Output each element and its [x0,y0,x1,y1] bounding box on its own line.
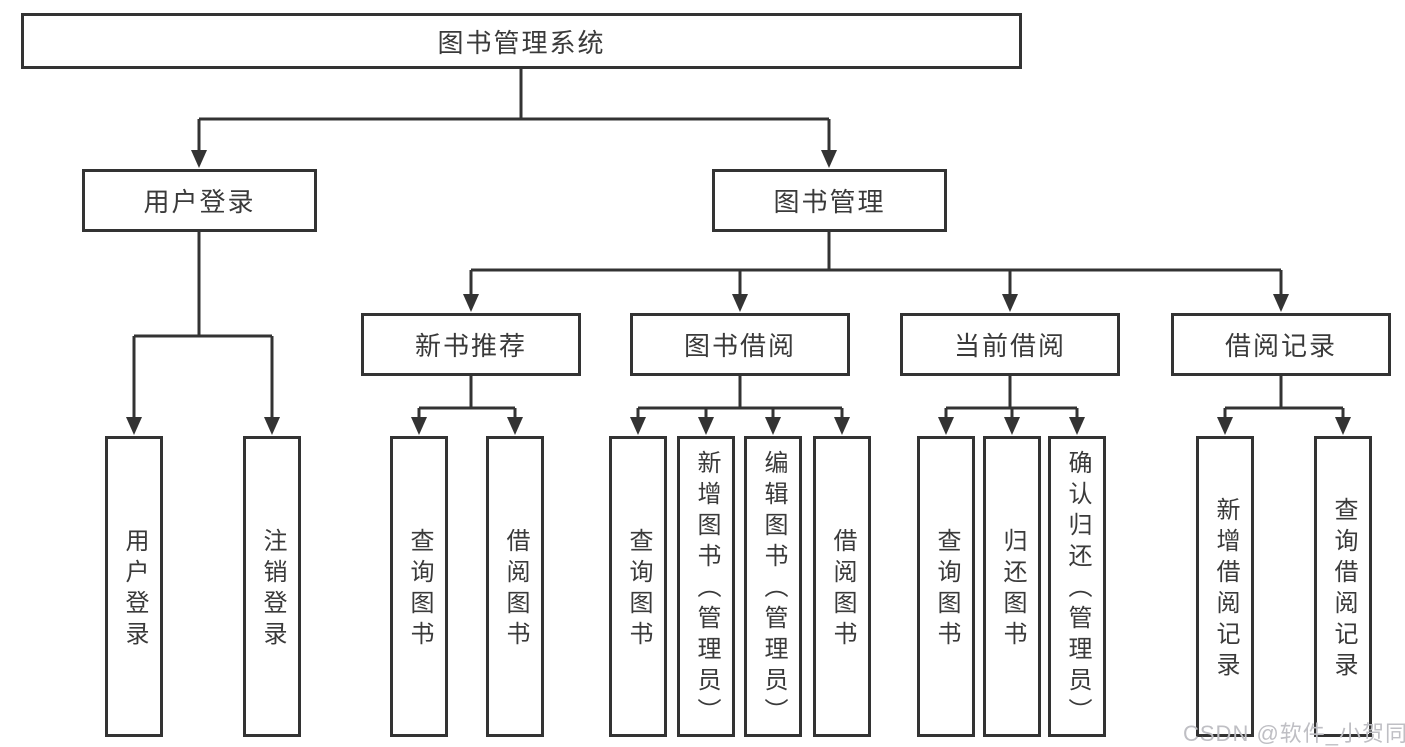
leaf-confirm-return-admin: 确认归还（管理员） [1048,436,1106,737]
edge-book-borrow-to-leaves [630,376,850,435]
leaf-borrow-books-borrow: 借阅图书 [813,436,871,737]
edge-current-borrow-to-leaves [938,376,1085,435]
leaf-query-books-recommend: 查询图书 [390,436,448,737]
node-root-system: 图书管理系统 [21,13,1022,69]
node-user-login-label: 用户登录 [143,187,256,217]
leaf-query-books-borrow-label: 查询图书 [625,527,652,652]
leaf-edit-books-admin-label: 编辑图书（管理员） [760,450,787,729]
leaf-user-login: 用户登录 [105,436,163,737]
leaf-query-books-borrow: 查询图书 [609,436,667,737]
csdn-watermark: CSDN @软件_小贺同学 [1183,721,1405,746]
node-current-borrow-label: 当前借阅 [953,331,1066,361]
leaf-borrow-books-recommend: 借阅图书 [486,436,544,737]
node-book-borrow-label: 图书借阅 [683,331,796,361]
leaf-return-books-label: 归还图书 [999,527,1026,652]
edge-borrow-records-to-leaves [1217,376,1351,435]
leaf-edit-books-admin: 编辑图书（管理员） [744,436,802,737]
node-root-label: 图书管理系统 [437,27,606,58]
leaf-query-borrow-record-label: 查询借阅记录 [1330,496,1357,683]
edge-new-book-recommend-to-leaves [411,376,523,435]
leaf-query-books-current-label: 查询图书 [933,527,960,652]
node-user-login: 用户登录 [82,169,317,232]
leaf-add-books-admin: 新增图书（管理员） [677,436,735,737]
leaf-add-books-admin-label: 新增图书（管理员） [693,450,720,729]
edge-book-management-to-level3 [463,232,1289,312]
leaf-add-borrow-record-label: 新增借阅记录 [1212,496,1239,683]
leaf-user-login-label: 用户登录 [121,527,148,652]
leaf-add-borrow-record: 新增借阅记录 [1196,436,1254,737]
leaf-borrow-books-borrow-label: 借阅图书 [829,527,856,652]
node-borrow-records: 借阅记录 [1171,313,1391,376]
leaf-query-borrow-record: 查询借阅记录 [1314,436,1372,737]
leaf-logout: 注销登录 [243,436,301,737]
edge-root-to-level2 [191,69,837,168]
leaf-return-books: 归还图书 [983,436,1041,737]
node-book-management-label: 图书管理 [773,187,886,217]
node-book-management: 图书管理 [712,169,947,232]
node-borrow-records-label: 借阅记录 [1224,331,1337,361]
leaf-confirm-return-admin-label: 确认归还（管理员） [1064,450,1091,729]
node-current-borrow: 当前借阅 [900,313,1120,376]
leaf-query-books-current: 查询图书 [917,436,975,737]
node-new-book-recommend-label: 新书推荐 [414,331,527,361]
node-book-borrow: 图书借阅 [630,313,850,376]
leaf-query-books-recommend-label: 查询图书 [406,527,433,652]
node-new-book-recommend: 新书推荐 [361,313,581,376]
leaf-logout-label: 注销登录 [259,527,286,652]
leaf-borrow-books-recommend-label: 借阅图书 [502,527,529,652]
edge-user-login-to-leaves [126,232,280,435]
